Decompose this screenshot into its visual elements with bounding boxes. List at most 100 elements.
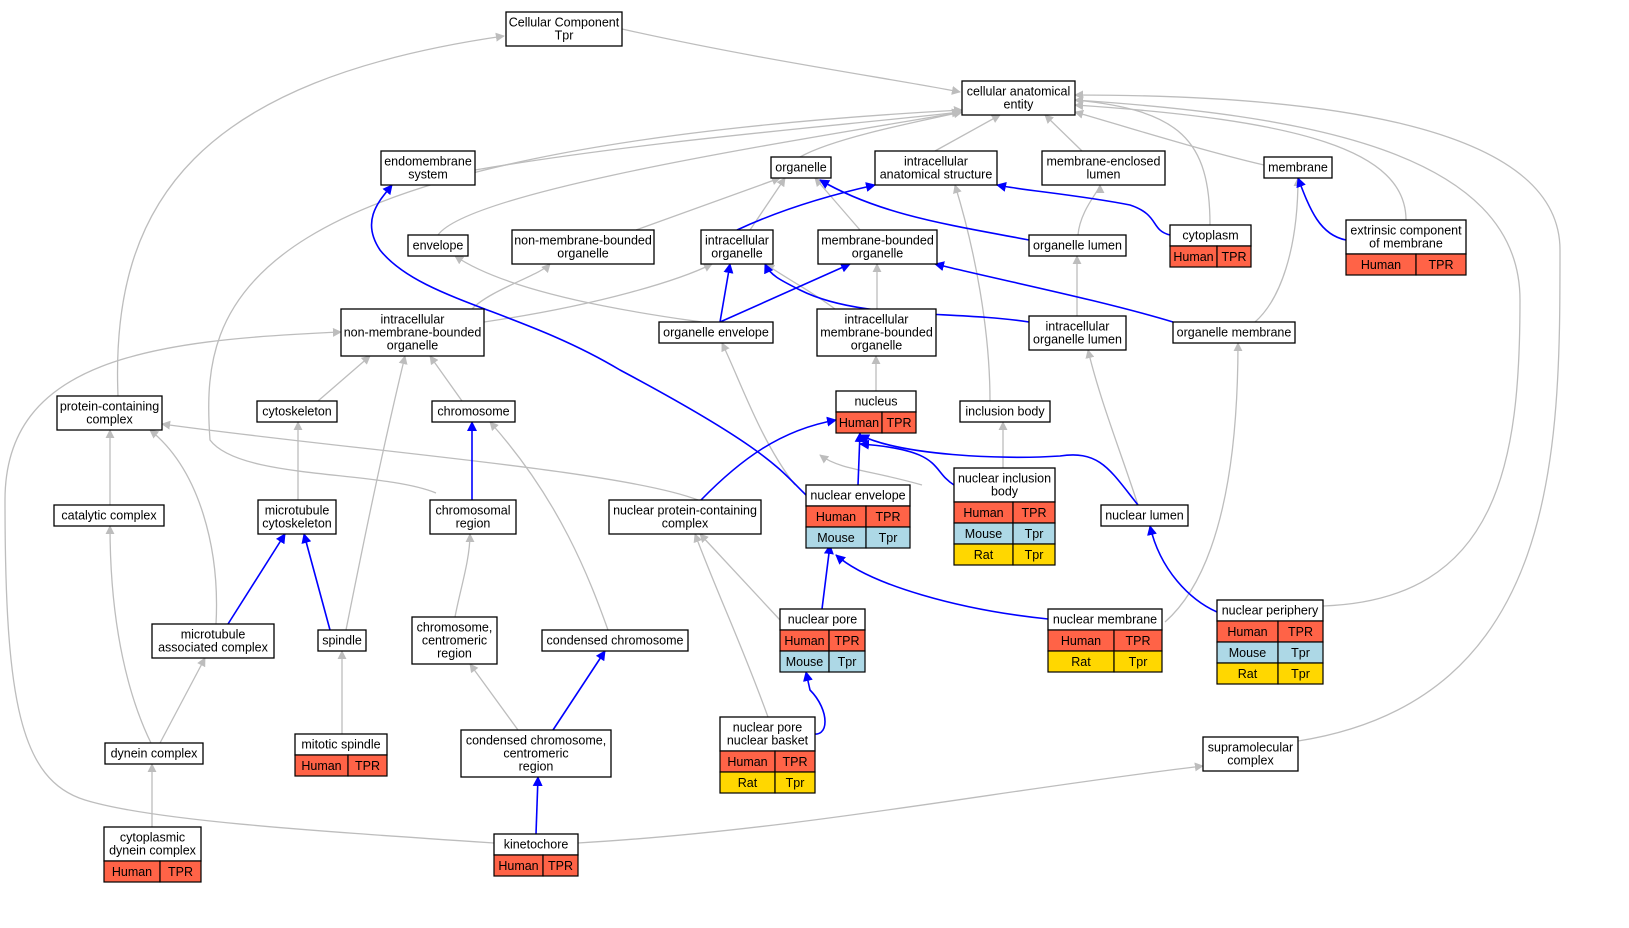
edge-gray: [159, 657, 206, 744]
node-box: [770, 156, 832, 179]
gene-label: TPR: [876, 510, 901, 524]
node-dynein: dynein complex: [104, 742, 204, 765]
node-label: nucleus: [854, 395, 897, 409]
node-box: [1100, 504, 1189, 527]
node-label: spindle: [322, 634, 362, 648]
node-oenv: organelle envelope: [658, 321, 774, 344]
node-omem: organelle membrane: [1172, 321, 1296, 344]
node-label: lumen: [1086, 168, 1120, 182]
node-label: chromosome,: [417, 621, 493, 635]
node-box: [1028, 234, 1127, 257]
edge-gray: [208, 105, 963, 494]
node-label: membrane-bounded: [821, 234, 934, 248]
node-label: organelle membrane: [1177, 326, 1292, 340]
gene-cell: [828, 650, 866, 673]
edge-gray: [577, 762, 1204, 844]
edge-blue: [859, 439, 955, 486]
gene-label: Tpr: [879, 531, 898, 545]
edge-gray: [1074, 101, 1407, 221]
node-cytosk: cytoskeleton: [256, 400, 338, 423]
edge-gray: [1074, 90, 1561, 742]
species-label: Mouse: [1229, 646, 1267, 660]
species-label: Human: [784, 634, 824, 648]
edge-blue: [821, 544, 834, 610]
node-box: [719, 716, 816, 752]
edge-gray: [161, 420, 699, 501]
node-label: complex: [662, 517, 709, 531]
gene-label: TPR: [1288, 625, 1313, 639]
edge-gray: [105, 525, 152, 744]
node-label: organelle: [711, 247, 762, 261]
node-label: protein-containing: [60, 400, 159, 414]
species-label: Human: [498, 859, 538, 873]
node-label: complex: [1227, 754, 1274, 768]
node-box: [1172, 321, 1296, 344]
node-label: nuclear periphery: [1222, 604, 1319, 618]
node-label: mitotic spindle: [301, 738, 380, 752]
edge-gray: [1074, 109, 1265, 166]
edge-blue: [301, 533, 331, 631]
node-inmbo: intracellularnon-membrane-boundedorganel…: [340, 308, 485, 357]
edge-gray: [1164, 342, 1243, 623]
node-box: [257, 499, 337, 535]
edge-blue: [1296, 177, 1347, 241]
gene-label: Tpr: [1025, 548, 1044, 562]
node-box: [407, 234, 469, 257]
edge-blue: [370, 184, 807, 496]
node-membrane: membrane: [1263, 156, 1333, 179]
edge-gray: [149, 429, 218, 625]
edge-blue: [1147, 525, 1218, 613]
node-box: [53, 504, 165, 527]
node-label: extrinsic component: [1350, 224, 1462, 238]
gene-label: TPR: [835, 634, 860, 648]
node-label: dynein complex: [111, 747, 199, 761]
node-box: [317, 629, 367, 652]
node-label: organelle envelope: [663, 326, 769, 340]
node-label: region: [519, 760, 554, 774]
gene-cell: [1012, 543, 1056, 566]
gene-cell: [1113, 650, 1163, 673]
node-label: organelle lumen: [1033, 239, 1122, 253]
node-label: cytoskeleton: [262, 405, 332, 419]
node-label: nuclear pore: [788, 613, 858, 627]
edge-gray: [345, 355, 408, 631]
edge-gray: [934, 114, 1001, 152]
species-label: Rat: [974, 548, 994, 562]
species-label: Rat: [1238, 667, 1258, 681]
node-label: nuclear envelope: [810, 489, 905, 503]
edge-gray: [635, 176, 781, 231]
edges-layer: [4, 28, 1561, 844]
node-label: organelle lumen: [1033, 333, 1122, 347]
node-label: cellular anatomical: [967, 85, 1071, 99]
node-label: microtubule: [265, 504, 330, 518]
node-label: organelle: [387, 339, 438, 353]
node-label: entity: [1004, 98, 1035, 112]
edge-gray: [483, 263, 713, 323]
node-label: inclusion body: [965, 405, 1045, 419]
node-label: nuclear protein-containing: [613, 504, 757, 518]
node-box: [874, 150, 998, 186]
node-label: condensed chromosome,: [466, 734, 606, 748]
node-label: organelle: [852, 247, 903, 261]
node-label: kinetochore: [504, 838, 569, 852]
species-label: Human: [1173, 250, 1213, 264]
node-label: intracellular: [705, 234, 769, 248]
gene-label: Tpr: [786, 776, 805, 790]
species-label: Human: [963, 506, 1003, 520]
node-olumen: organelle lumen: [1028, 234, 1127, 257]
node-box: [700, 229, 774, 265]
edge-gray: [116, 32, 505, 397]
